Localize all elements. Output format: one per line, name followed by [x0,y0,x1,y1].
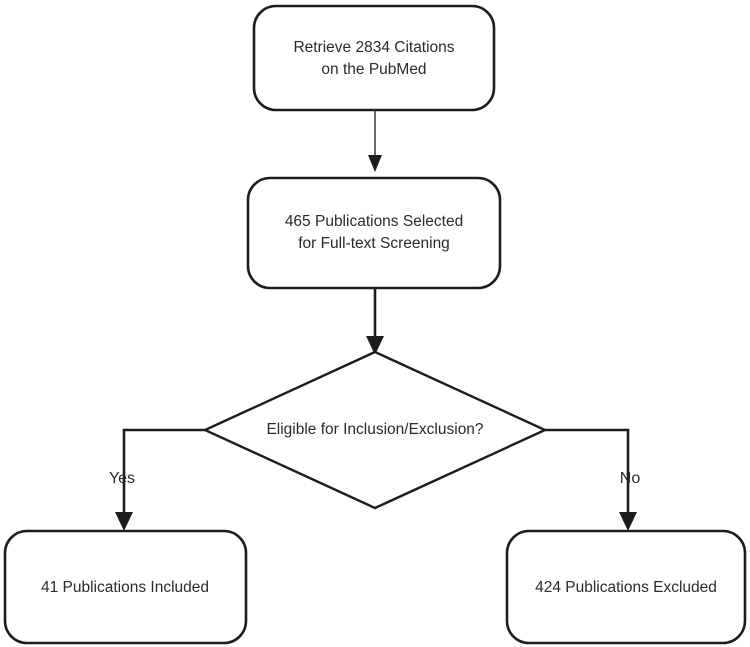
node-eligibility-decision-shape[interactable] [202,350,548,510]
edge-decision-yes-label: Yes [109,470,135,487]
node-publications-included-label: 41 Publications Included [41,579,209,596]
node-retrieve-citations-line1: Retrieve 2834 Citations [293,39,454,56]
node-fulltext-screening-line1: 465 Publications Selected [285,213,463,230]
node-publications-excluded-shape[interactable] [505,529,747,645]
edge-decision-no-arrowhead [619,512,637,531]
edge-fulltext-to-decision-arrowhead [366,336,384,355]
edge-decision-no-line [545,428,630,518]
edge-retrieve-to-fulltext-arrowhead [368,155,382,172]
node-fulltext-screening-line2: for Full-text Screening [298,235,450,252]
edge-decision-yes-line [122,428,205,518]
node-fulltext-screening-shape[interactable] [246,176,502,290]
node-publications-excluded-label: 424 Publications Excluded [535,579,717,596]
node-retrieve-citations-line2: on the PubMed [321,61,426,78]
edge-decision-yes-arrowhead [115,512,133,531]
edge-decision-no-label: No [620,470,641,487]
node-retrieve-citations-shape[interactable] [252,4,496,112]
node-eligibility-decision-label: Eligible for Inclusion/Exclusion? [266,421,483,438]
node-publications-included-shape[interactable] [3,529,248,645]
